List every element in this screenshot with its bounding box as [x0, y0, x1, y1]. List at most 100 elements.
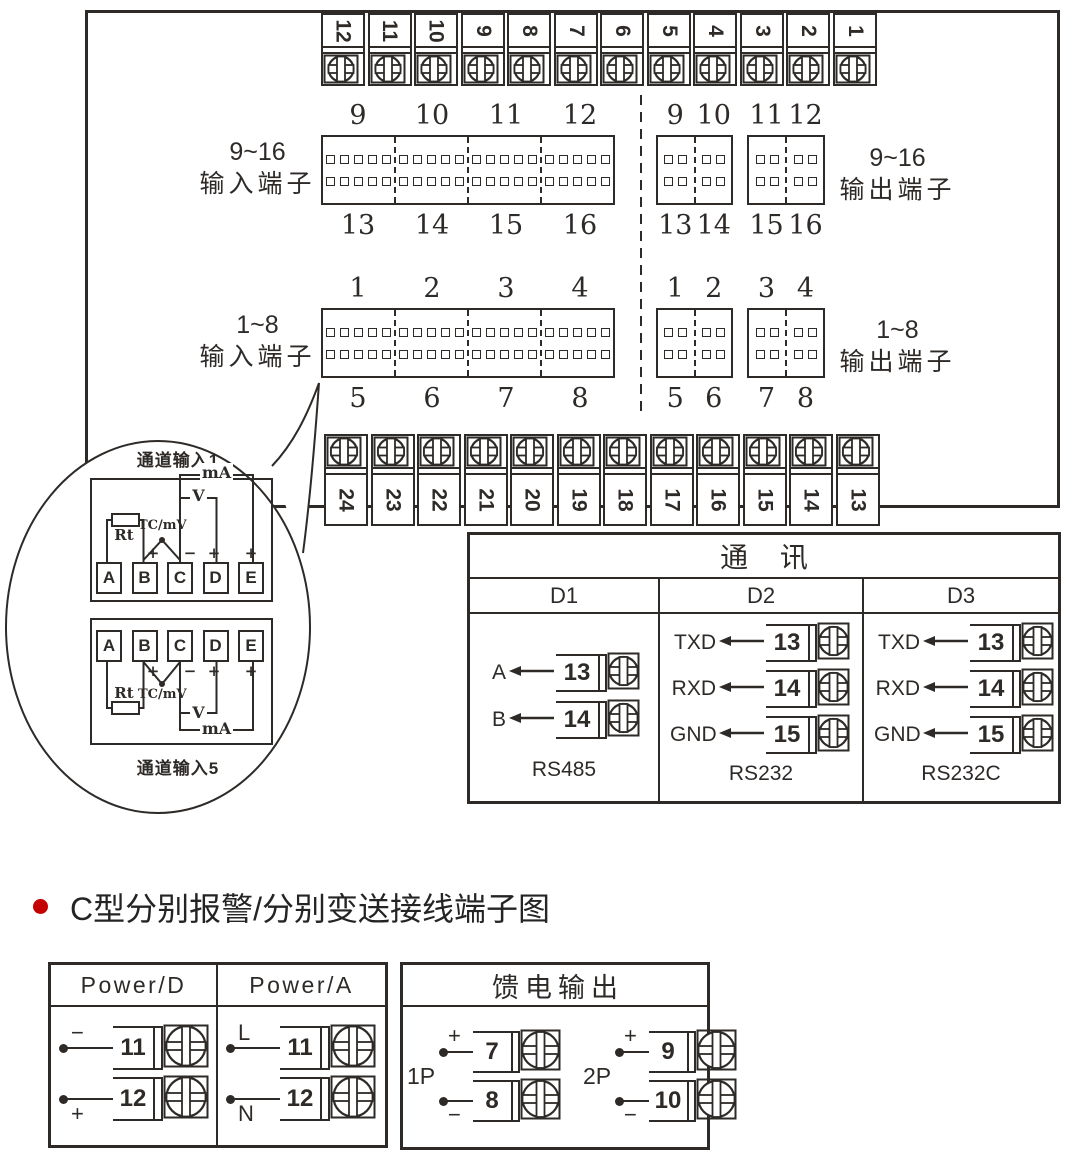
pin-square [413, 349, 422, 359]
polarity-sign: + [207, 662, 221, 680]
pin-square [326, 327, 335, 337]
screw-head [817, 714, 850, 757]
wire-lead: − [615, 1080, 649, 1126]
screw-head [370, 54, 410, 84]
interface-caption: RS232C [921, 762, 1001, 785]
pin-square [500, 327, 509, 337]
channel-terminal: E [238, 562, 264, 594]
pin-square [427, 176, 436, 186]
communication-table-title: 通 讯 [470, 535, 1058, 579]
pin-square [486, 327, 495, 337]
connector-section [542, 137, 613, 203]
output-1-8-block-a [656, 308, 733, 378]
pin-row [396, 349, 467, 359]
v-label: V [190, 703, 207, 722]
pin-square [427, 154, 436, 164]
screw-head [463, 54, 503, 84]
pin-row [323, 176, 394, 186]
terminal-strip [808, 670, 817, 708]
channel-terminal: D [202, 562, 229, 594]
pin-row [749, 176, 785, 186]
wire-line [446, 1099, 473, 1102]
pin-row [696, 154, 732, 164]
polarity-sign: + [207, 544, 221, 562]
screw-terminal: 7 [553, 13, 598, 86]
screw-terminal: 12 [321, 13, 365, 86]
input-1-8-block [321, 308, 615, 378]
pin-row [396, 176, 467, 186]
terminal-number: 5 [648, 15, 689, 48]
arrow-left-icon [508, 663, 554, 684]
terminal-number-text: 17 [660, 487, 684, 512]
wire-dot-icon [59, 1094, 68, 1104]
wire-line [66, 1097, 113, 1100]
screw-terminal-icon [163, 1024, 209, 1067]
screw-terminal-icon [466, 436, 501, 467]
input-9-16-block [321, 135, 615, 205]
pin-square [427, 349, 436, 359]
screw-head [695, 54, 735, 84]
pin-square [326, 176, 335, 186]
pin-square [472, 176, 481, 186]
block-number: 2 [423, 273, 441, 304]
power-column-body: −11+12 [51, 1007, 216, 1125]
arrow-left-icon [509, 712, 554, 723]
screw-terminal-icon [649, 54, 684, 84]
lead-label: N [238, 1101, 254, 1126]
channel-terminal: B [131, 562, 158, 594]
terminal-number-text: 5 [657, 24, 681, 37]
pin-square [455, 176, 464, 186]
terminal-number-text: 12 [331, 18, 355, 43]
terminal-number: 3 [741, 15, 782, 48]
screw-terminal-icon [745, 436, 780, 467]
channel-terminal: A [96, 562, 122, 594]
feed-group: 1P+7−8 [407, 1025, 561, 1126]
label-range: 9~16 [869, 144, 926, 172]
input-output-separator [640, 95, 642, 413]
terminal-divider [372, 469, 413, 475]
screw-terminal-icon [509, 54, 545, 84]
terminal-divider [837, 469, 878, 475]
block-number: 4 [796, 273, 815, 304]
pin-square [755, 349, 765, 359]
screw-terminal-icon [556, 54, 591, 84]
signal-label: A [491, 661, 506, 684]
screw-terminal-icon [742, 54, 777, 84]
block-number: 15 [749, 210, 784, 241]
pin-square [472, 349, 481, 359]
pin-square [664, 176, 674, 186]
arrow-left-icon [922, 679, 968, 700]
wire-line [622, 1099, 649, 1102]
comm-column-header: D3 [946, 582, 976, 608]
screw-terminal-icon [373, 436, 408, 467]
terminal-divider [558, 469, 599, 475]
screw-head [607, 699, 640, 742]
pin-square [340, 176, 349, 186]
screw-head [416, 54, 456, 84]
connector-section [658, 310, 696, 376]
channel-1-title: 通道输入1 [136, 451, 220, 470]
pin-square [326, 154, 335, 164]
screw-terminal-icon [838, 436, 873, 467]
terminal-strip [153, 1077, 163, 1121]
pin-square [455, 154, 464, 164]
pin-square [664, 327, 674, 337]
terminal-number: 16 [698, 475, 738, 524]
pin-row [696, 176, 732, 186]
signal-label: RXD [875, 677, 920, 700]
screw-terminal-icon [1021, 668, 1054, 705]
pin-square [755, 327, 765, 337]
screw-terminal-icon [607, 699, 640, 736]
pin-square [413, 154, 422, 164]
screw-head [649, 54, 689, 84]
signal-label: GND [670, 723, 717, 746]
pin-square [587, 154, 596, 164]
pin-square [399, 349, 408, 359]
